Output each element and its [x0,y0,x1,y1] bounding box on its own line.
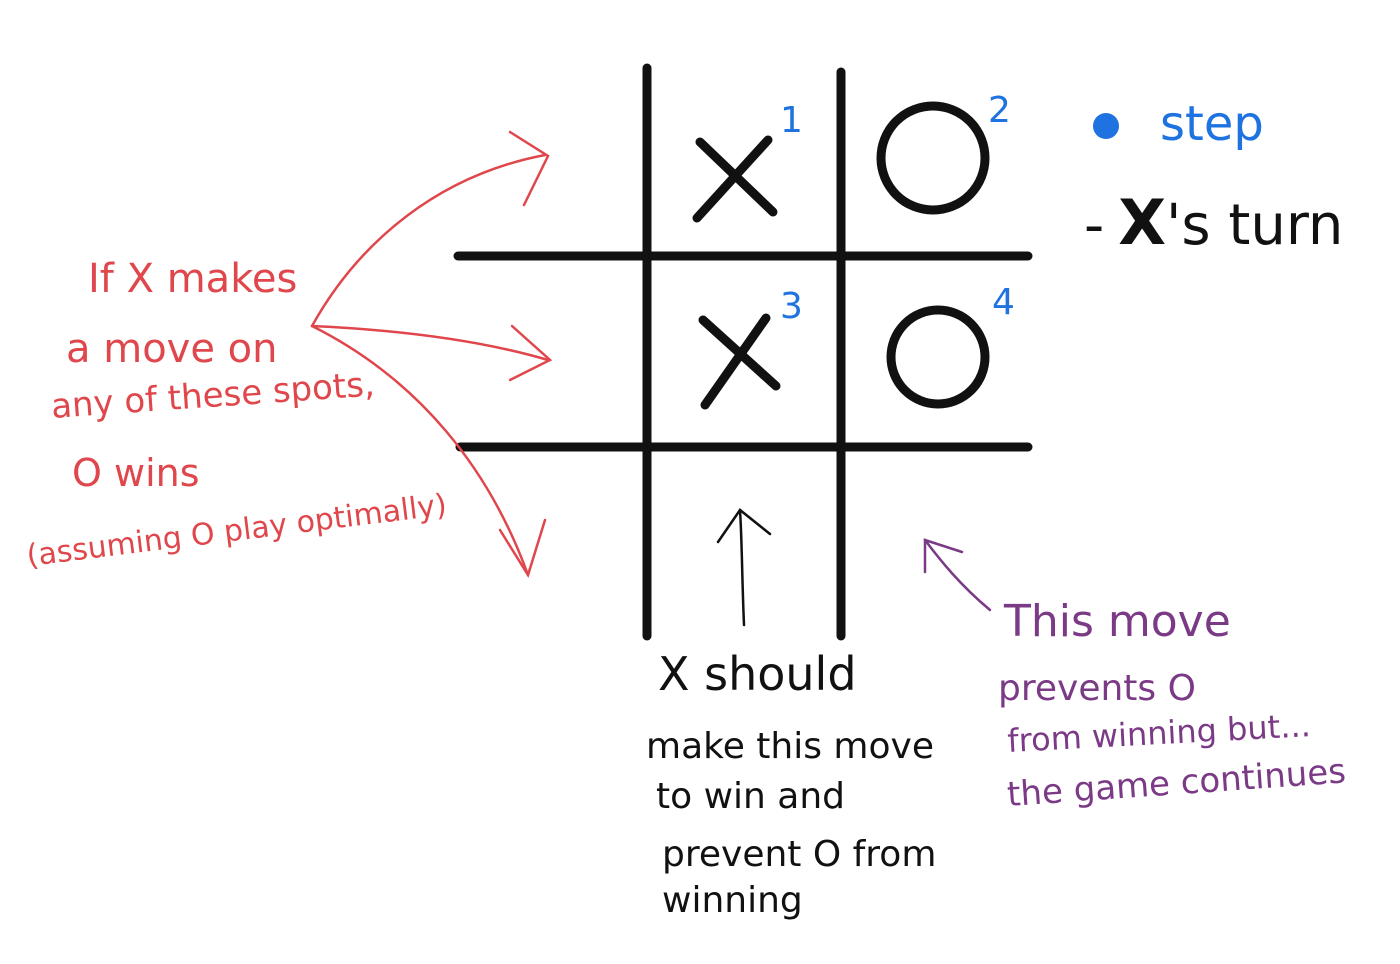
move-number-2: 2 [988,90,1011,131]
red-arrow-middle [310,324,550,362]
x-mark-stroke-b [700,313,771,410]
turn-indicator: -X's turn [1084,186,1343,259]
purple-note-line-4: the game continues [1006,751,1347,815]
cell-r2-c1[interactable] [652,452,837,632]
red-arrowhead-bottom-icon [498,518,547,578]
cell-r1-c0[interactable] [462,261,642,443]
black-note-line-4: prevent O from [662,834,936,875]
red-arrowhead-middle-icon [508,324,553,382]
red-arrows [310,130,553,578]
x-mark [692,135,778,223]
black-note-line-2: make this move [646,726,934,767]
move-number-3: 3 [780,286,803,327]
cell-r2-c2[interactable] [846,452,1026,632]
cell-r0-c0[interactable] [462,72,642,252]
purple-arrow-shaft [923,538,992,612]
black-note-line-1: X should [658,647,857,701]
board-grid [453,63,1033,641]
o-mark [886,305,990,409]
red-note-line-5: (assuming O play optimally) [25,488,449,574]
black-note-line-5: winning [662,880,803,921]
cell-r2-c0[interactable] [462,452,642,632]
turn-player: X [1118,186,1166,259]
purple-arrow [923,538,992,612]
x-mark [698,313,781,410]
red-arrowhead-top-icon [508,130,550,207]
black-arrowhead-icon [716,508,772,544]
red-note-line-4: O wins [72,451,200,495]
red-note-line-1: If X makes [88,256,297,302]
black-note-line-3: to win and [656,776,845,817]
red-arrow-top [310,153,547,328]
step-label: step [1160,96,1264,152]
black-arrow-shaft [738,508,746,627]
step-dot-icon [1093,113,1119,139]
move-numbers: 1 2 3 4 [780,90,1015,327]
purple-note-line-1: This move [1003,596,1231,647]
purple-arrowhead-icon [923,538,964,574]
x-mark-stroke-b [692,135,773,223]
move-number-1: 1 [780,100,803,141]
red-note-line-2: a move on [66,326,277,372]
purple-note-line-2: prevents O [998,668,1196,709]
red-arrow-bottom [310,324,530,577]
turn-suffix: 's turn [1166,193,1343,258]
red-note-line-3: any of these spots, [50,364,376,427]
purple-note: This move prevents O from winning but...… [998,596,1347,815]
red-note: If X makes a move on any of these spots,… [25,256,449,574]
turn-dash: - [1084,193,1104,258]
black-arrow [716,508,772,627]
purple-note-line-3: from winning but... [1006,706,1311,760]
move-number-4: 4 [992,282,1015,323]
o-mark [876,101,990,215]
black-note: X should make this move to win and preve… [646,647,936,921]
